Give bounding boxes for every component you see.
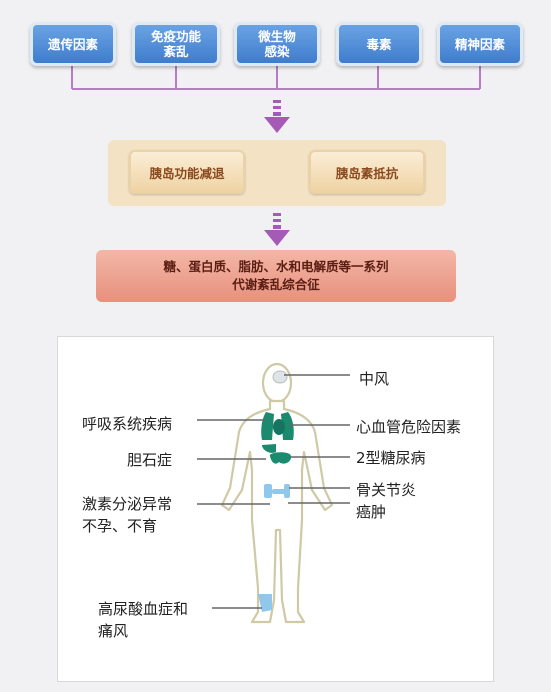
insulin-resistance-box: 胰岛素抵抗 xyxy=(309,150,425,194)
outcome-line1: 糖、蛋白质、脂肪、水和电解质等一系列 xyxy=(163,259,389,274)
cause-genetic: 遗传因素 xyxy=(30,22,116,66)
islet-dysfunction-box: 胰岛功能减退 xyxy=(129,150,245,194)
label-hormone: 激素分泌异常 xyxy=(82,495,173,513)
label-gout: 痛风 xyxy=(98,622,129,640)
label-osteoarthritis: 骨关节炎 xyxy=(356,481,417,499)
abdomen-organs-icon xyxy=(262,444,292,464)
outcome-line2: 代谢紊乱综合征 xyxy=(232,277,320,292)
label-hyperuricemia: 高尿酸血症和 xyxy=(98,600,189,618)
cause-mental: 精神因素 xyxy=(437,22,523,66)
down-arrow-2 xyxy=(264,213,290,246)
down-arrow-1 xyxy=(264,100,290,133)
cause-toxin: 毒素 xyxy=(336,22,422,66)
cause-immune: 免疫功能 紊乱 xyxy=(132,22,220,66)
joints-icon xyxy=(258,484,290,612)
brain-icon xyxy=(272,370,288,384)
label-type2-diabetes: 2型糖尿病 xyxy=(356,449,426,467)
label-stroke: 中风 xyxy=(359,370,390,388)
label-infertility: 不孕、不育 xyxy=(82,517,158,535)
leader-lines xyxy=(197,374,350,609)
label-cardio-risk: 心血管危险因素 xyxy=(356,418,462,436)
label-respiratory: 呼吸系统疾病 xyxy=(82,415,173,433)
metabolic-syndrome-box: 糖、蛋白质、脂肪、水和电解质等一系列 代谢紊乱综合征 xyxy=(96,250,456,302)
label-gallstone: 胆石症 xyxy=(127,451,173,469)
label-cancer: 癌肿 xyxy=(356,503,387,521)
cause-microbial: 微生物 感染 xyxy=(234,22,320,66)
lungs-heart-icon xyxy=(261,412,294,440)
